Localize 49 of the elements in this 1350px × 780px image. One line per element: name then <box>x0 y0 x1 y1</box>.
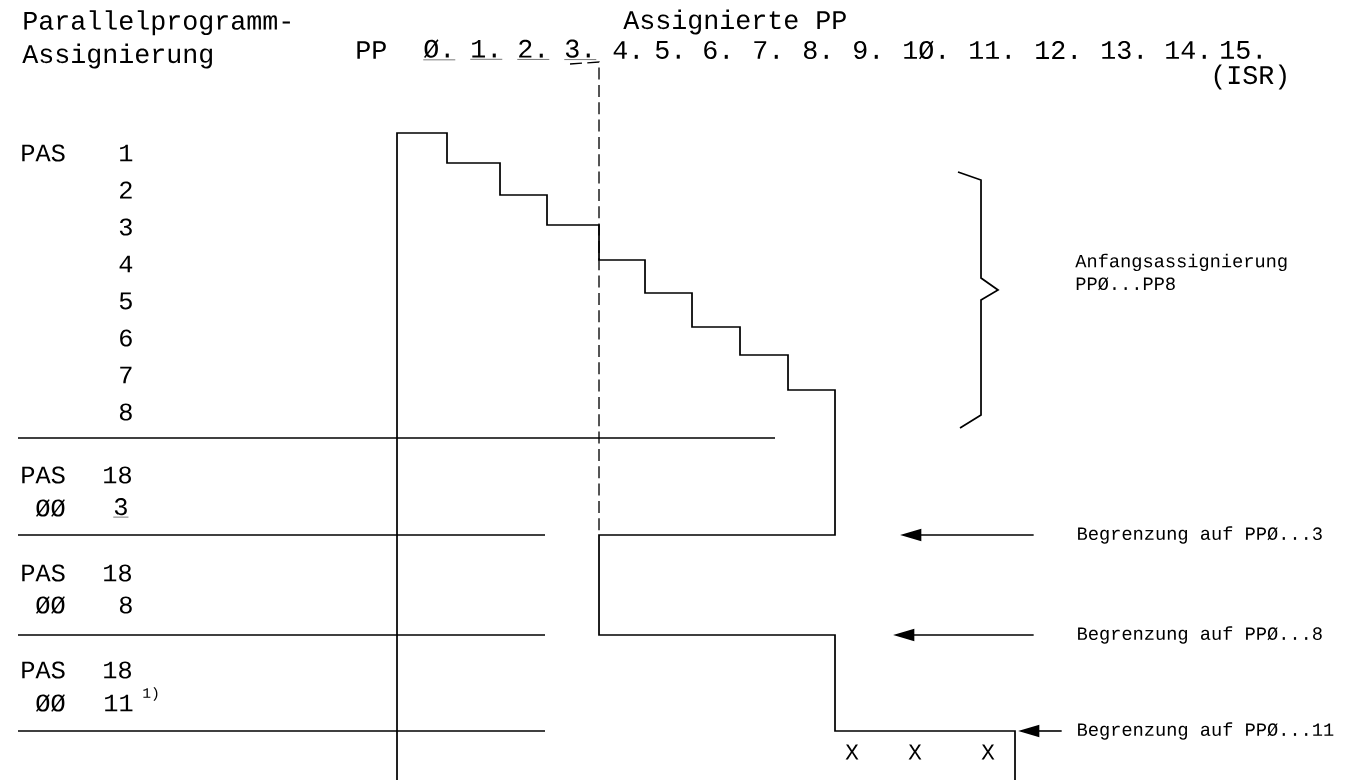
column-number: 4. <box>613 41 638 59</box>
column-heading: Parallelprogramm- Assignierung <box>22 10 290 69</box>
row-label: PAS <box>22 564 65 582</box>
row-number: 18 <box>104 661 131 679</box>
bracket-note: Anfangsassignierung PPØ...PP8 <box>1075 253 1287 291</box>
column-number: 6. <box>704 40 728 60</box>
row-number: 3 <box>119 218 132 236</box>
limit-note: Begrenzung auf PPØ...3 <box>1078 526 1322 544</box>
footnote-mark: 1) <box>143 687 158 701</box>
cross-mark: X <box>908 744 922 760</box>
row-label: PAS <box>22 144 65 162</box>
column-number: 12. <box>1036 41 1076 59</box>
row-number: 3 <box>113 498 129 518</box>
row-number: 8 <box>119 596 132 614</box>
column-number: 1. <box>470 39 503 60</box>
column-number: 3. <box>564 39 597 60</box>
row-number: 5 <box>119 292 132 310</box>
column-number: 5. <box>655 41 680 59</box>
row-number: 2 <box>120 181 132 199</box>
axis-label: PP <box>357 41 386 59</box>
row-number: 7 <box>120 366 132 384</box>
row-number: 18 <box>104 466 131 484</box>
column-number: 14. <box>1166 41 1206 59</box>
row-label: PAS <box>22 466 65 484</box>
row-label: PAS <box>22 661 65 679</box>
column-number: 8. <box>804 40 828 60</box>
column-number: 9. <box>854 40 878 60</box>
column-number: Ø. <box>423 39 456 61</box>
column-number: 1Ø. <box>904 40 944 60</box>
column-note: (ISR) <box>1214 64 1286 90</box>
row-number: 6 <box>120 329 132 347</box>
limit-note: Begrenzung auf PPØ...11 <box>1078 722 1334 740</box>
column-number: 2. <box>517 39 550 60</box>
column-number: 11. <box>970 41 1010 59</box>
row-number: 8 <box>119 403 132 421</box>
row-number: 11 <box>105 694 133 712</box>
row-number: ØØ <box>35 596 65 614</box>
column-number: 7. <box>754 41 778 59</box>
column-number: 15. <box>1221 41 1261 59</box>
limit-note: Begrenzung auf PPØ...8 <box>1078 626 1322 644</box>
row-number: 4 <box>119 255 133 273</box>
row-number: 18 <box>104 564 131 582</box>
cross-mark: X <box>981 744 995 760</box>
row-number: ØØ <box>35 694 65 712</box>
column-heading: Assignierte PP <box>623 9 846 35</box>
column-number: 13. <box>1102 40 1142 60</box>
cross-mark: X <box>845 744 859 760</box>
row-number: 1 <box>120 144 133 162</box>
row-number: ØØ <box>35 499 65 517</box>
